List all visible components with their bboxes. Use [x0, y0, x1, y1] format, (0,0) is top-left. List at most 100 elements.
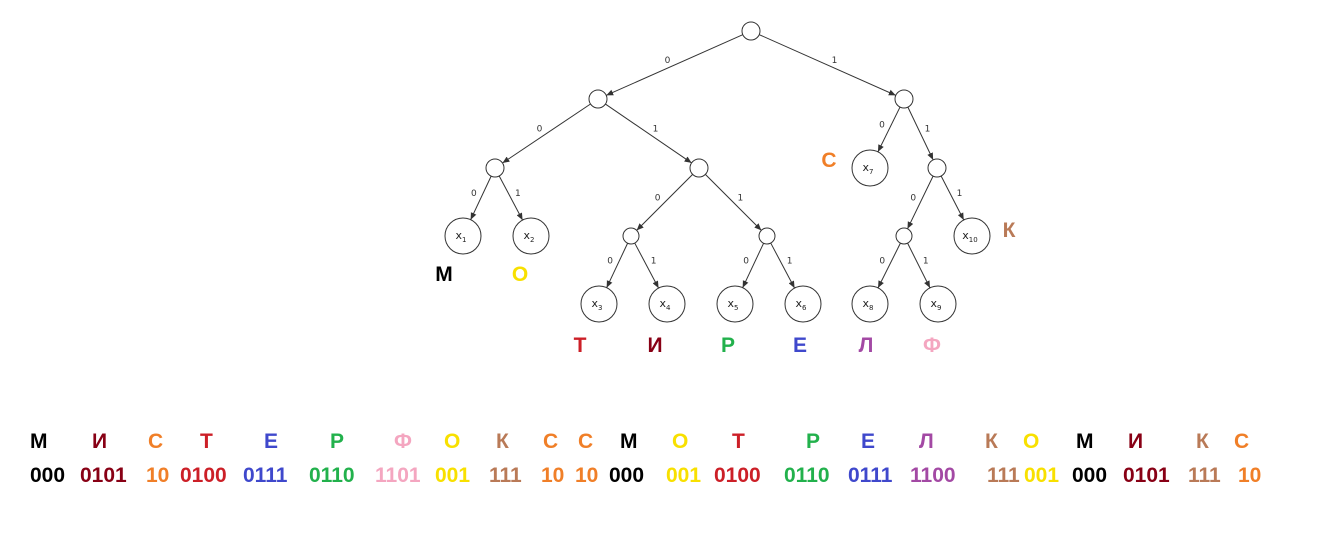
node-x4: x4: [648, 285, 686, 323]
node-label: x8: [863, 297, 874, 312]
edge-label: 0: [879, 120, 885, 130]
node-circle: [648, 285, 686, 323]
node-label: x7: [863, 161, 874, 176]
node-circle: [512, 217, 550, 255]
sequence-letter: Р: [806, 430, 821, 453]
edge-n11-x10: [940, 175, 965, 221]
sequence-letter: М: [1076, 430, 1094, 453]
node-circle: [588, 89, 608, 109]
node-x9: x9: [919, 285, 957, 323]
node-circle: [485, 158, 505, 178]
edge-n010-x4: [634, 242, 660, 289]
sequence-code: 111: [489, 464, 522, 487]
sequence-code: 000: [609, 464, 645, 487]
node-circle: [741, 21, 761, 41]
sequence-letter: Е: [264, 430, 279, 453]
node-circle: [580, 285, 618, 323]
sequence-letter: О: [672, 430, 689, 453]
sequence-letter: Ф: [394, 430, 412, 453]
node-circle: [919, 285, 957, 323]
node-n110: [895, 227, 913, 245]
node-label: x1: [456, 229, 467, 244]
edge-label: 0: [607, 256, 613, 266]
sequence-code: 111: [1188, 464, 1221, 487]
sequence-letter: Т: [200, 430, 213, 453]
sequence-letter: И: [92, 430, 108, 453]
leaf-letter-x10: К: [1003, 219, 1016, 242]
node-circle: [953, 217, 991, 255]
node-circle: [894, 89, 914, 109]
edge-label: 0: [537, 125, 543, 135]
sequence-code: 0110: [784, 464, 830, 487]
edge-n01-n010: [636, 174, 693, 231]
node-x8: x8: [851, 285, 889, 323]
leaf-letter-x3: Т: [574, 334, 587, 357]
edge-n110-x9: [907, 242, 931, 289]
sequence-code: 000: [30, 464, 66, 487]
edge-n00-x2: [498, 175, 524, 221]
node-label: x6: [796, 297, 808, 312]
node-x6: x6: [784, 285, 822, 323]
edge-n01-n011: [705, 174, 762, 231]
node-circle: [895, 227, 913, 245]
node-label: x3: [592, 297, 603, 312]
sequence-letter: О: [444, 430, 461, 453]
sequence-letter: С: [578, 430, 594, 453]
node-n0: [588, 89, 608, 109]
sequence-letter: Т: [732, 430, 745, 453]
node-circle: [851, 285, 889, 323]
node-circle: [689, 158, 709, 178]
node-circle: [784, 285, 822, 323]
node-label: x4: [660, 297, 672, 312]
node-circle: [758, 227, 776, 245]
sequence-letter: К: [496, 430, 509, 453]
node-n1: [894, 89, 914, 109]
node-n11: [927, 158, 947, 178]
node-n00: [485, 158, 505, 178]
edge-root-n0: [606, 34, 743, 96]
edge-n011-x5: [742, 243, 765, 288]
edge-label: 1: [923, 257, 929, 267]
sequence-code: 10: [1238, 464, 1262, 487]
sequence-code: 001: [1024, 464, 1060, 487]
node-x3: x3: [580, 285, 618, 323]
node-circle: [622, 227, 640, 245]
node-x2: x2: [512, 217, 550, 255]
sequence-code: 0110: [309, 464, 355, 487]
leaf-letter-x4: И: [647, 334, 662, 357]
edge-label: 0: [879, 257, 885, 267]
sequence-code: 001: [435, 464, 471, 487]
edge-root-n1: [759, 34, 896, 96]
sequence-letter: К: [1196, 430, 1209, 453]
node-x7: x7: [851, 149, 889, 187]
node-n010: [622, 227, 640, 245]
edge-n0-n01: [605, 103, 692, 164]
sequence-code: 0100: [714, 464, 761, 487]
edge-label: 1: [515, 189, 521, 199]
sequence-code: 111: [987, 464, 1020, 487]
node-label: x5: [728, 297, 739, 312]
sequence-letter: С: [543, 430, 559, 453]
edge-label: 0: [743, 256, 749, 266]
node-circle: [444, 217, 482, 255]
sequence-code: 10: [541, 464, 565, 487]
edge-label: 1: [957, 189, 963, 199]
leaf-letter-x8: Л: [859, 334, 874, 357]
sequence-letter: М: [30, 430, 48, 453]
leaf-letter-x1: М: [435, 263, 453, 286]
sequence-letter: К: [985, 430, 998, 453]
edge-label: 0: [471, 189, 477, 199]
edge-label: 1: [925, 125, 931, 135]
sequence-letter: С: [1234, 430, 1250, 453]
edge-label: 0: [655, 193, 661, 203]
sequence-letter: М: [620, 430, 638, 453]
edge-label: 1: [653, 125, 659, 135]
leaf-letter-x6: Е: [793, 334, 807, 357]
node-n011: [758, 227, 776, 245]
sequence-letter: И: [1128, 430, 1144, 453]
edge-label: 1: [651, 257, 657, 267]
node-circle: [716, 285, 754, 323]
